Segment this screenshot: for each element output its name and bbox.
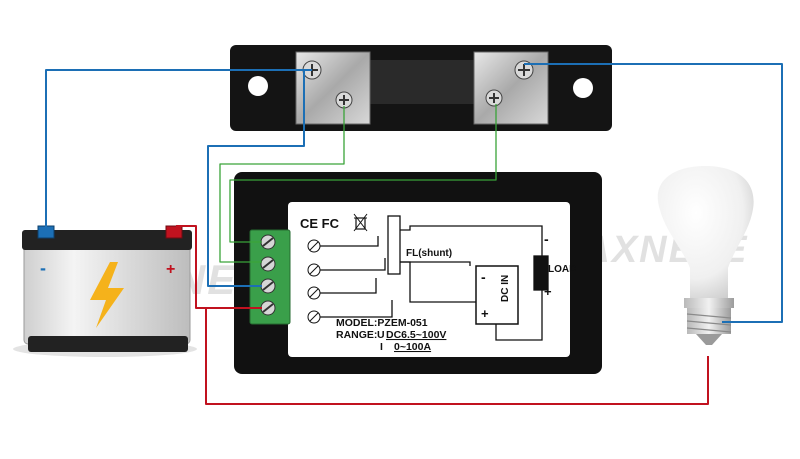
shunt-screw-icon [485, 89, 503, 107]
shunt-resistor [230, 45, 612, 131]
bulb-tip [696, 334, 722, 345]
range-label: RANGE: [336, 329, 377, 341]
printed-schematic [320, 215, 549, 341]
wires [45, 63, 783, 405]
load-label: LOAD [548, 264, 576, 275]
battery: - + [13, 225, 197, 357]
supply-label: DC IN [500, 275, 511, 302]
shunt-strip [368, 60, 478, 104]
load-minus-label: - [544, 231, 549, 247]
load-plus-label: + [544, 284, 552, 299]
shunt-label: FL(shunt) [406, 248, 452, 259]
screw-terminal-icon [260, 300, 276, 316]
trash-bin-icon [353, 213, 368, 232]
bulb-glass [657, 166, 754, 300]
wire-battery-negative-to-shunt [45, 69, 312, 228]
wire-shunt-sense-left [219, 106, 345, 263]
screw-terminal-icon [260, 278, 276, 294]
screw-terminal-icon [260, 234, 276, 250]
supply-minus-label: - [481, 269, 486, 285]
range-u-value: DC6.5~100V [386, 329, 446, 341]
lightning-icon [90, 262, 124, 328]
terminal-block [249, 229, 291, 325]
model-line: MODEL:PZEM-051 [336, 317, 428, 329]
battery-lid [22, 230, 192, 250]
wire-battery-positive-to-meter [176, 225, 262, 309]
wire-shunt-to-meter [207, 70, 305, 287]
supply-plus-label: + [481, 306, 489, 321]
wire-shunt-to-bulb [524, 63, 783, 323]
cert-marks: CE FC [300, 216, 340, 231]
shunt-mount-hole-left [248, 76, 268, 96]
range-i-value: 0~100A [394, 341, 431, 353]
range-i-prefix: I [380, 341, 383, 353]
shunt-screw-icon [335, 91, 353, 109]
shunt-block-right [473, 51, 549, 125]
range-u-prefix: U [377, 329, 385, 341]
bulb-threads [686, 313, 732, 333]
wire-shunt-sense-right [229, 104, 497, 243]
battery-base [28, 336, 188, 352]
screw-terminal-icon [260, 256, 276, 272]
bulb-collar [684, 298, 734, 308]
battery-minus-label: - [40, 258, 46, 278]
battery-plus-label: + [166, 261, 175, 278]
panel-meter: CE FC FL(shunt) DC IN - + LOAD - [234, 172, 602, 374]
battery-positive-terminal [165, 225, 183, 239]
shunt-mount-hole-right [573, 78, 593, 98]
wire-battery-positive-to-bulb [205, 308, 709, 405]
shunt-screw-icon [514, 60, 534, 80]
